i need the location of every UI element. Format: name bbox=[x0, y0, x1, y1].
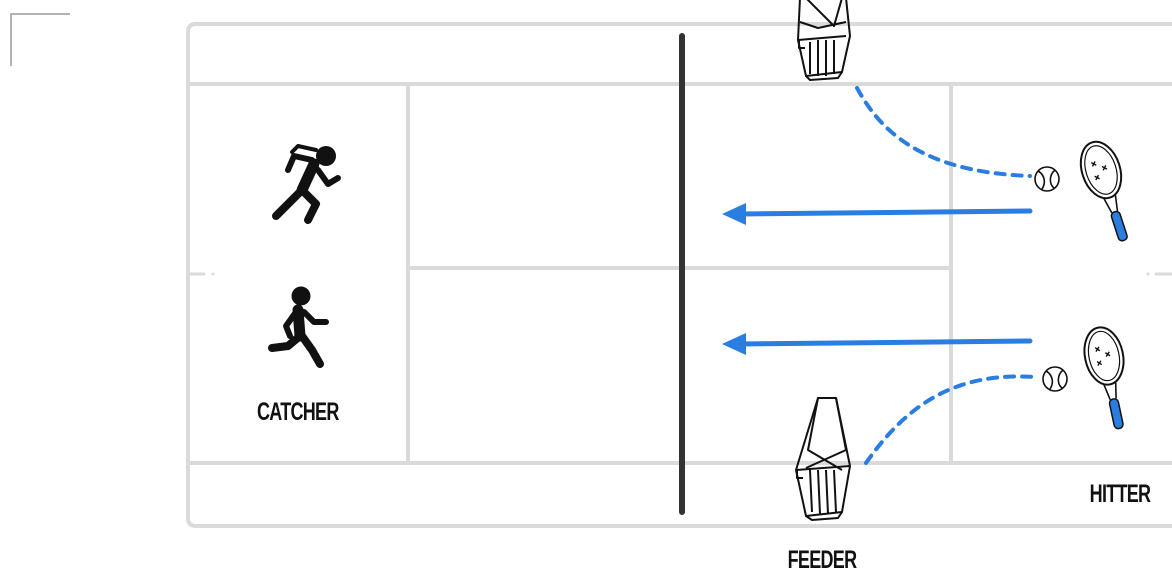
ball-basket-icon bbox=[795, 397, 851, 521]
tennis-racket-icon bbox=[1083, 326, 1125, 430]
tennis-ball-icon bbox=[1042, 366, 1068, 392]
feeder-label: FEEDER bbox=[787, 546, 857, 574]
hitter-label: HITTER bbox=[1089, 480, 1151, 508]
feed-path-bottom bbox=[864, 374, 1038, 465]
feed-path-top bbox=[855, 86, 1032, 178]
court-outline bbox=[186, 22, 1172, 528]
shot-arrow-top bbox=[722, 203, 1033, 225]
shot-arrow-bottom bbox=[722, 333, 1033, 355]
running-person-icon bbox=[272, 144, 341, 224]
running-person-icon bbox=[268, 286, 329, 368]
center-marks bbox=[188, 272, 1172, 276]
ball-basket-icon bbox=[797, 0, 851, 81]
tennis-ball-icon bbox=[1034, 166, 1060, 192]
catcher-label: CATCHER bbox=[257, 398, 339, 426]
tennis-racket-icon bbox=[1079, 140, 1128, 242]
corner-bracket-icon bbox=[10, 13, 70, 66]
